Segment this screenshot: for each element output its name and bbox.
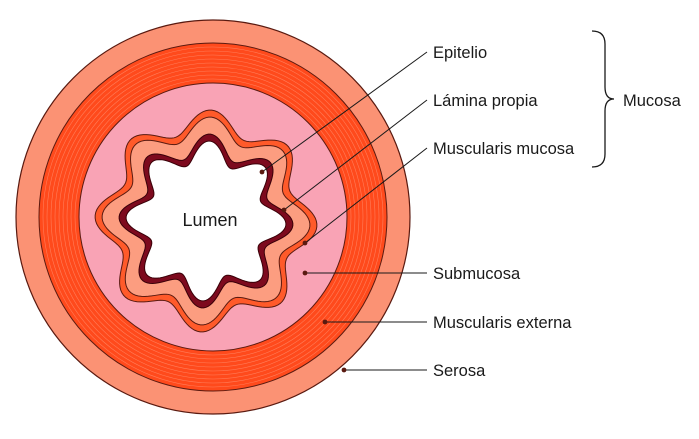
- lamina-propia-leader: [283, 99, 428, 211]
- serosa-dot: [341, 367, 347, 373]
- mucosa-brace: [591, 30, 615, 168]
- lamina-propia-dot: [281, 207, 287, 213]
- lamina-propia-label: Lámina propia: [433, 92, 538, 110]
- muscularis-mucosa-leader: [304, 147, 428, 244]
- epitelio-leader: [261, 51, 428, 173]
- submucosa-label: Submucosa: [433, 265, 521, 283]
- lumen-space: [125, 140, 287, 302]
- submucosa-dot: [302, 270, 308, 276]
- muscularis-mucosa-label: Muscularis mucosa: [433, 140, 575, 158]
- lumen-label: Lumen: [182, 210, 237, 230]
- epitelio-dot: [259, 169, 265, 175]
- muscularis-externa-dot: [322, 319, 328, 325]
- serosa-label: Serosa: [433, 362, 486, 380]
- muscularis-externa-striations: [42, 46, 384, 388]
- muscularis-mucosa-dot: [302, 240, 308, 246]
- mucosa-label: Mucosa: [623, 92, 682, 110]
- leader-lines: [261, 51, 428, 371]
- leader-dots: [259, 169, 347, 373]
- muscularis-externa-label: Muscularis externa: [433, 314, 572, 332]
- epitelio-label: Epitelio: [433, 44, 487, 62]
